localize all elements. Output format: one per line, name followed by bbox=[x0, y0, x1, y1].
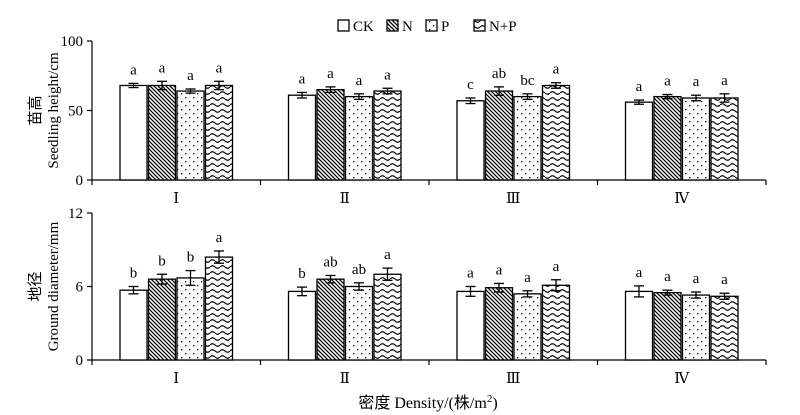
y-tick-label: 50 bbox=[68, 104, 83, 120]
bar bbox=[513, 293, 542, 361]
x-axis-label: 密度 Density/(株/m2) bbox=[358, 393, 497, 412]
significance-letter: b bbox=[130, 266, 138, 282]
bar bbox=[373, 273, 402, 361]
significance-letter: a bbox=[467, 266, 474, 282]
y-tick-label: 12 bbox=[68, 206, 83, 222]
legend-swatch-0 bbox=[337, 19, 350, 32]
bar bbox=[710, 97, 739, 181]
significance-letter: b bbox=[158, 253, 166, 269]
y-axis-label-cn: 苗高 bbox=[27, 95, 44, 125]
bar bbox=[344, 95, 374, 181]
bar bbox=[513, 95, 542, 181]
bar bbox=[147, 84, 177, 181]
significance-letter: a bbox=[524, 270, 531, 286]
y-tick-label: 0 bbox=[76, 353, 84, 369]
x-axis-label-close: ) bbox=[492, 395, 497, 412]
legend-label-3: N+P bbox=[489, 19, 517, 35]
significance-letter: a bbox=[216, 60, 223, 76]
significance-letter: a bbox=[356, 73, 363, 89]
legend-label-2: P bbox=[441, 19, 449, 35]
bar bbox=[119, 84, 148, 181]
bar bbox=[344, 285, 374, 361]
bar bbox=[204, 84, 234, 181]
y-axis-label-cn: 地径 bbox=[27, 271, 44, 301]
bar bbox=[287, 290, 317, 361]
bar bbox=[119, 289, 148, 361]
bar bbox=[541, 284, 571, 361]
significance-letter: a bbox=[664, 74, 671, 90]
bar bbox=[176, 90, 205, 181]
significance-letter: a bbox=[327, 66, 334, 82]
x-axis-label-main: 密度 Density/(株/m bbox=[358, 394, 487, 412]
significance-letter: a bbox=[553, 62, 560, 78]
y-tick-label: 0 bbox=[76, 173, 84, 189]
significance-letter: a bbox=[216, 230, 223, 246]
bar bbox=[484, 287, 514, 361]
bar bbox=[456, 290, 485, 361]
bar bbox=[456, 100, 485, 181]
significance-letter: a bbox=[693, 74, 700, 90]
x-tick-label: Ⅲ bbox=[506, 191, 520, 207]
significance-letter: bc bbox=[520, 73, 535, 89]
x-tick-label: Ⅳ bbox=[674, 191, 690, 207]
bar bbox=[653, 95, 682, 181]
x-tick-label: Ⅳ bbox=[674, 371, 690, 387]
bar bbox=[287, 94, 317, 181]
x-tick-label: Ⅱ bbox=[340, 371, 350, 387]
bar bbox=[484, 90, 514, 181]
y-tick-label: 100 bbox=[61, 34, 84, 50]
legend-swatch-2 bbox=[425, 19, 438, 32]
bar bbox=[176, 277, 205, 361]
bar bbox=[373, 90, 402, 181]
bar bbox=[624, 290, 654, 361]
significance-letter: a bbox=[721, 73, 728, 89]
legend-swatch-3 bbox=[473, 19, 486, 32]
significance-letter: ab bbox=[492, 66, 506, 82]
bar bbox=[541, 84, 571, 181]
significance-letter: c bbox=[467, 77, 474, 93]
x-tick-label: Ⅱ bbox=[340, 191, 350, 207]
significance-letter: a bbox=[636, 265, 643, 281]
bar bbox=[204, 256, 234, 361]
significance-letter: b bbox=[298, 266, 306, 282]
x-axis-label-superscript: 2 bbox=[487, 393, 493, 405]
legend-label-0: CK bbox=[353, 19, 374, 35]
significance-letter: ab bbox=[352, 262, 366, 278]
x-tick-label: Ⅲ bbox=[506, 371, 520, 387]
legend-swatch-1 bbox=[386, 19, 399, 32]
y-axis-label-en: Seedling height/cm bbox=[46, 52, 62, 169]
bar bbox=[653, 291, 682, 361]
x-tick-label: Ⅰ bbox=[173, 371, 179, 387]
bar bbox=[710, 295, 739, 361]
legend: CK N P N+P bbox=[337, 19, 517, 35]
significance-letter: a bbox=[187, 68, 194, 84]
significance-letter: a bbox=[553, 259, 560, 275]
y-tick-label: 6 bbox=[76, 280, 84, 296]
significance-letter: a bbox=[496, 262, 503, 278]
bar bbox=[147, 278, 177, 361]
bar bbox=[681, 294, 711, 361]
significance-letter: a bbox=[721, 272, 728, 288]
x-tick-label: Ⅰ bbox=[173, 191, 179, 207]
significance-letter: a bbox=[636, 79, 643, 95]
significance-letter: a bbox=[299, 71, 306, 87]
significance-letter: a bbox=[384, 247, 391, 263]
significance-letter: ab bbox=[323, 254, 337, 270]
significance-letter: a bbox=[664, 269, 671, 285]
significance-letter: a bbox=[693, 271, 700, 287]
significance-letter: a bbox=[130, 62, 137, 78]
significance-letter: a bbox=[384, 67, 391, 83]
bar bbox=[316, 278, 345, 361]
y-axis-label-en: Ground diameter/mm bbox=[46, 221, 62, 351]
legend-label-1: N bbox=[402, 19, 413, 35]
significance-letter: a bbox=[159, 60, 166, 76]
bar bbox=[681, 97, 711, 181]
bar bbox=[624, 101, 654, 181]
significance-letter: b bbox=[187, 250, 195, 266]
bar bbox=[316, 89, 345, 181]
